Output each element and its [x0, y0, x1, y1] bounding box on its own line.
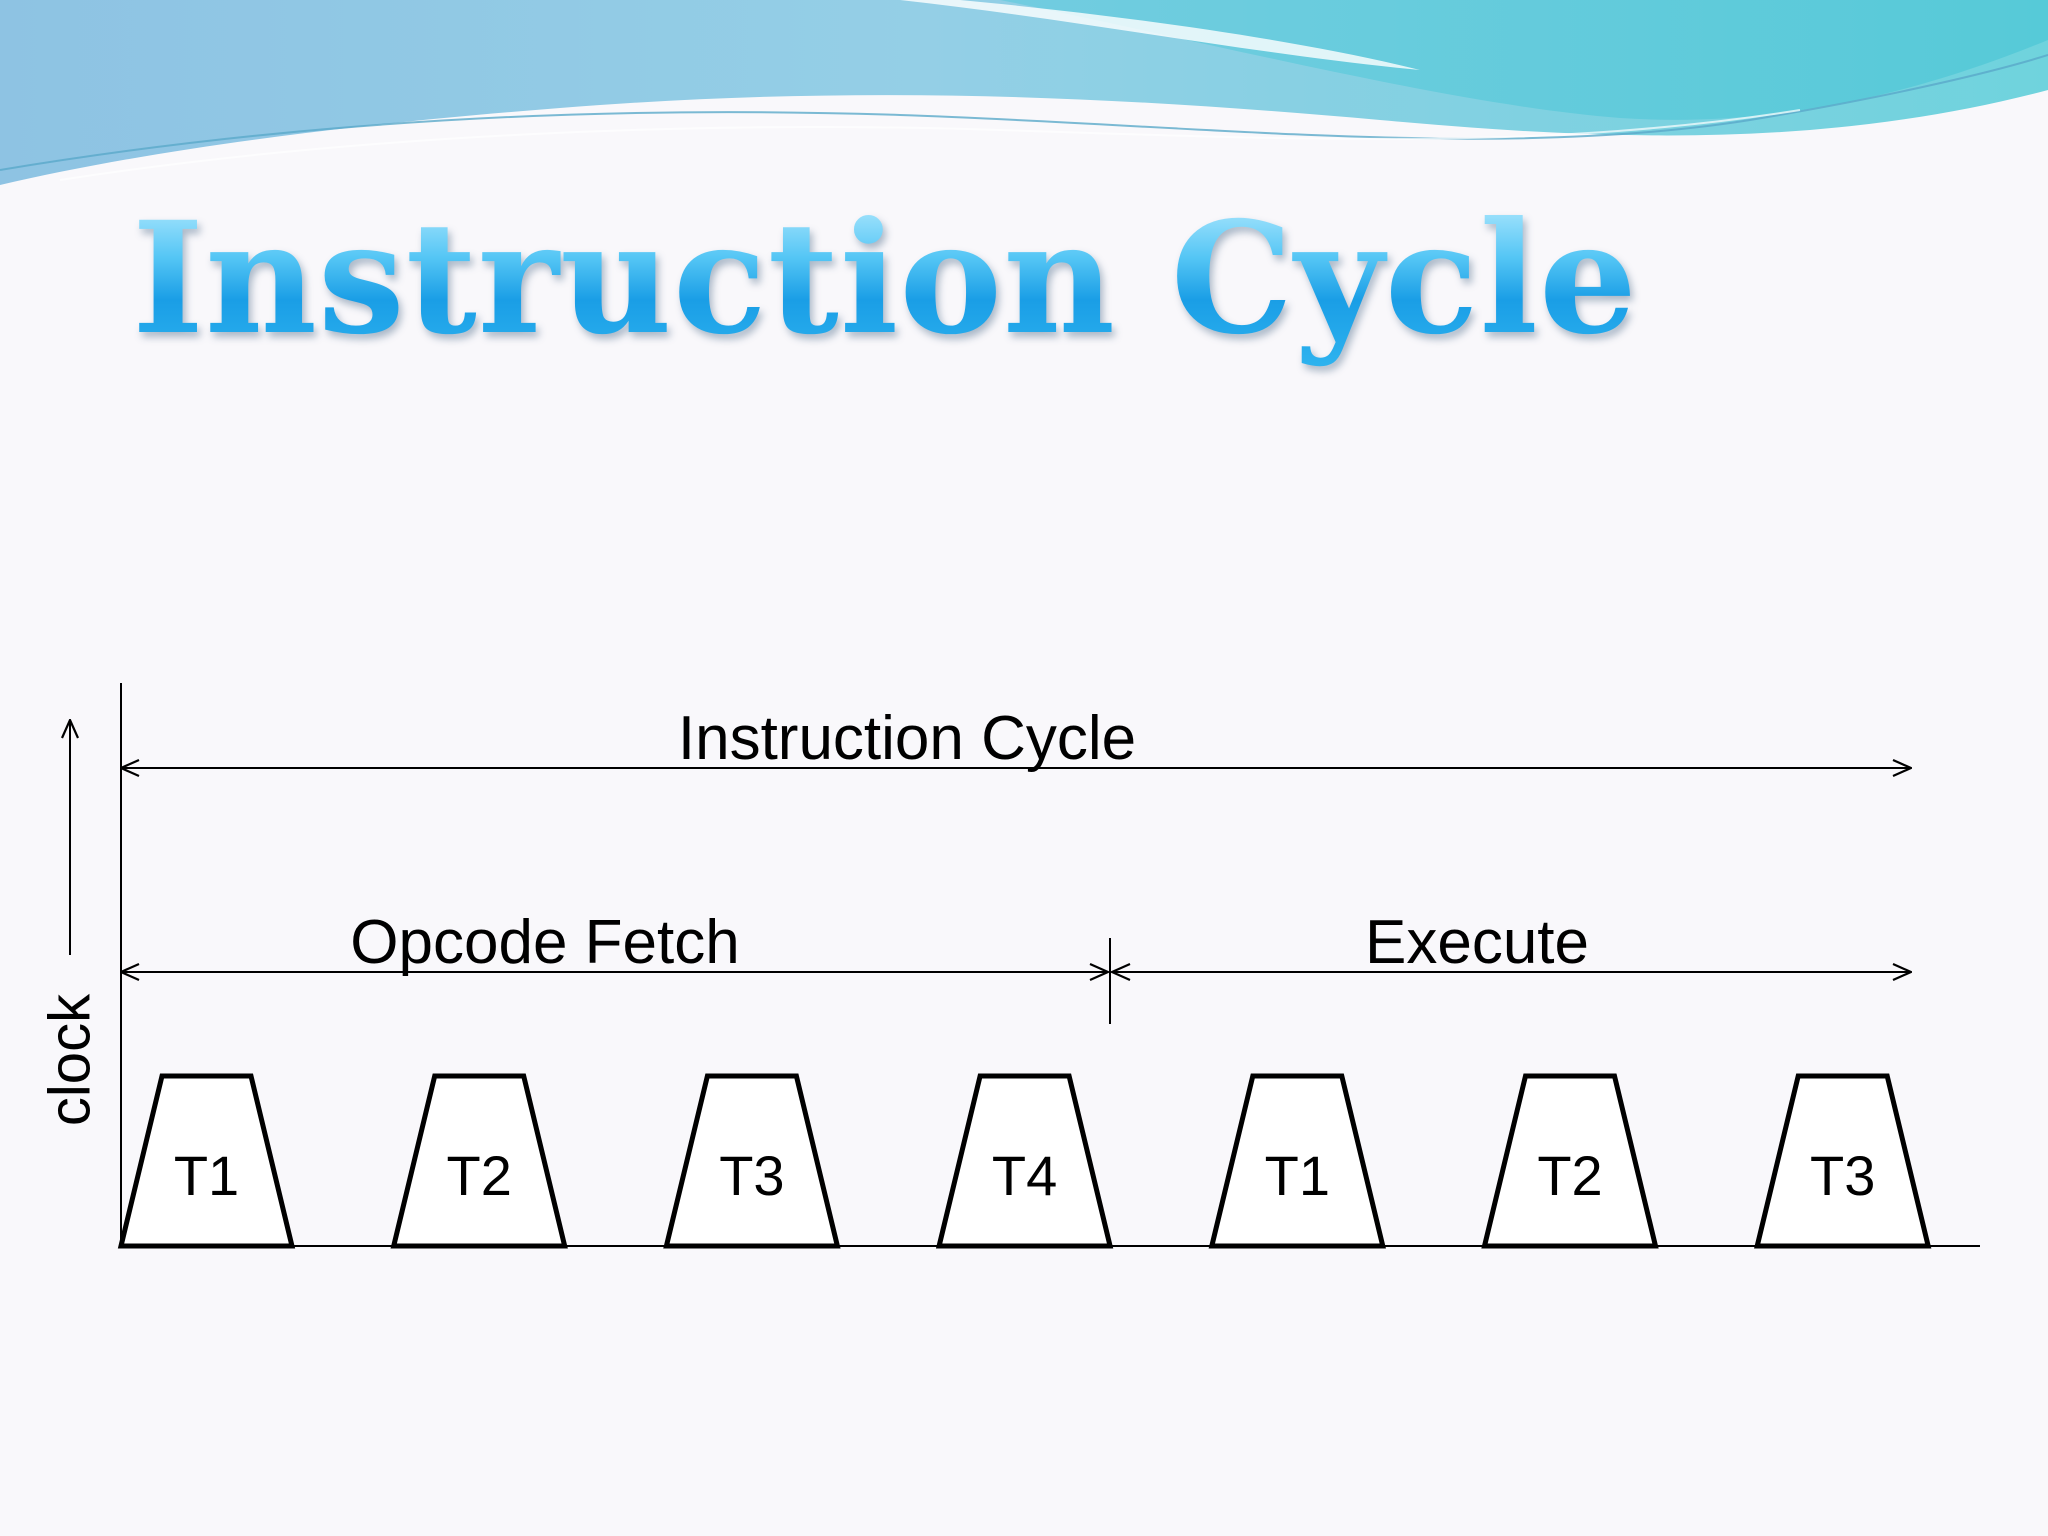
- t-state-pulse: [1754, 1073, 1932, 1249]
- execute-label: Execute: [1365, 908, 1589, 977]
- t-state-label: T3: [719, 1144, 784, 1207]
- header-wave-banner: [0, 0, 2048, 185]
- t-state-label: T2: [1537, 1144, 1602, 1207]
- t-state-pulse: [117, 1073, 296, 1249]
- clock-axis-label: clock: [38, 993, 103, 1126]
- t-state-pulse: [663, 1073, 841, 1249]
- t-state-pulse: [935, 1073, 1114, 1249]
- t-state-label: T4: [992, 1144, 1057, 1207]
- t-state-pulse: [1208, 1073, 1386, 1249]
- t-state-label: T1: [1265, 1144, 1330, 1207]
- banner-white-swoosh: [900, 0, 1420, 70]
- instruction-cycle-label: Instruction Cycle: [678, 704, 1136, 773]
- opcode-fetch-label: Opcode Fetch: [350, 908, 739, 977]
- t-state-pulse: [1481, 1073, 1659, 1249]
- banner-accent-line: [0, 54, 2048, 171]
- banner-wave-front: [0, 0, 2048, 120]
- t-state-label: T1: [174, 1144, 239, 1207]
- t-state-label: T3: [1810, 1144, 1875, 1207]
- page-title: Instruction Cycle: [132, 188, 1638, 369]
- banner-accent-line-2: [59, 109, 1801, 181]
- t-state-pulses: T1 T2 T3 T4 T1 T2 T3: [117, 1073, 1932, 1249]
- t-state-pulse: [390, 1073, 568, 1249]
- t-state-label: T2: [447, 1144, 512, 1207]
